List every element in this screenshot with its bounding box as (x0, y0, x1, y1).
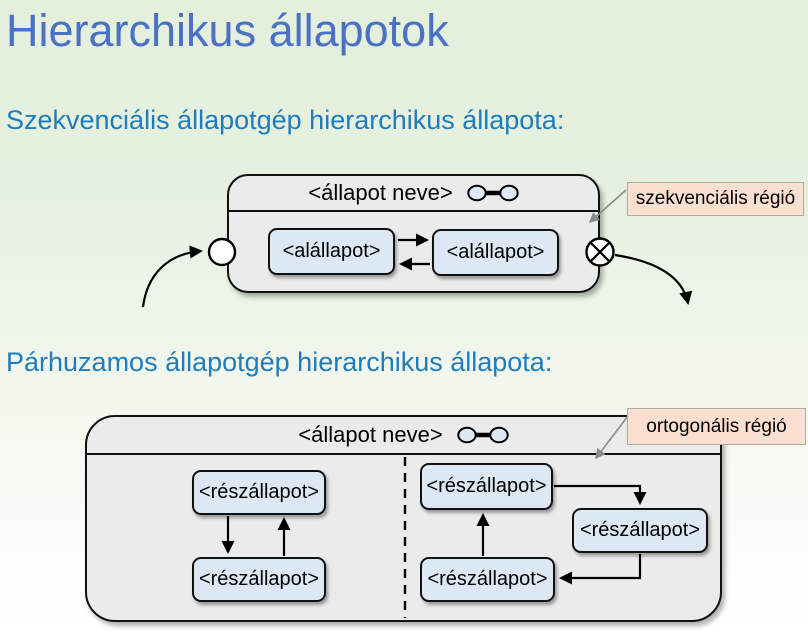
final-transition-arrow (614, 253, 693, 305)
initial-transition-arrow (141, 245, 203, 308)
state-name: <állapot neve> (308, 180, 453, 205)
substate: <alállapot> (268, 228, 395, 275)
composite-state-icon (456, 426, 509, 444)
section1-heading: Szekvenciális állapotgép hierarchikus ál… (6, 105, 565, 135)
sequential-region-label: szekvenciális régió (635, 188, 796, 209)
sequential-region-callout: szekvenciális régió (627, 182, 804, 216)
orthogonal-region-label: ortogonális régió (646, 415, 787, 437)
section2-heading: Párhuzamos állapotgép hierarchikus állap… (6, 347, 553, 377)
state-name: <állapot neve> (298, 422, 443, 447)
substate: <részállapot> (192, 470, 326, 515)
substate: <részállapot> (420, 463, 553, 510)
substate: <részállapot> (420, 557, 555, 602)
composite-state-icon (466, 184, 519, 202)
slide-title: Hierarchikus állapotok (6, 5, 449, 56)
substate: <részállapot> (572, 508, 708, 553)
state-titlebar: <állapot neve> (87, 417, 720, 455)
substate: <részállapot> (192, 557, 326, 602)
substate: <alállapot> (432, 229, 559, 276)
state-titlebar: <állapot neve> (229, 176, 598, 212)
orthogonal-region-callout: ortogonális régió (627, 408, 806, 445)
